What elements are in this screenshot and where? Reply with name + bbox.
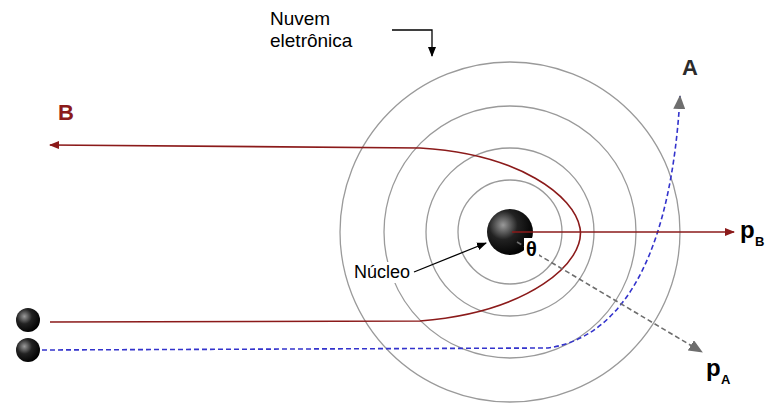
momentum-b xyxy=(512,231,734,233)
trajectory-label: B xyxy=(58,100,74,125)
momentum-subscript: A xyxy=(721,373,730,388)
momentum-subscript: B xyxy=(755,235,764,250)
leader-line xyxy=(414,243,486,272)
alpha-particle xyxy=(16,308,40,332)
alpha-particle xyxy=(16,338,40,362)
angle-label: θ xyxy=(524,238,539,261)
momentum-symbol: p xyxy=(740,216,755,244)
leader-line xyxy=(392,30,432,56)
trajectory-a xyxy=(42,96,680,350)
momentum-a xyxy=(517,242,702,352)
trajectory-label: A xyxy=(682,55,698,80)
trajectory-b xyxy=(50,145,580,322)
cloud-label: Nuvem eletrônica xyxy=(270,8,400,52)
nucleus-label: Núcleo xyxy=(352,262,412,283)
momentum-symbol: p xyxy=(706,354,721,382)
